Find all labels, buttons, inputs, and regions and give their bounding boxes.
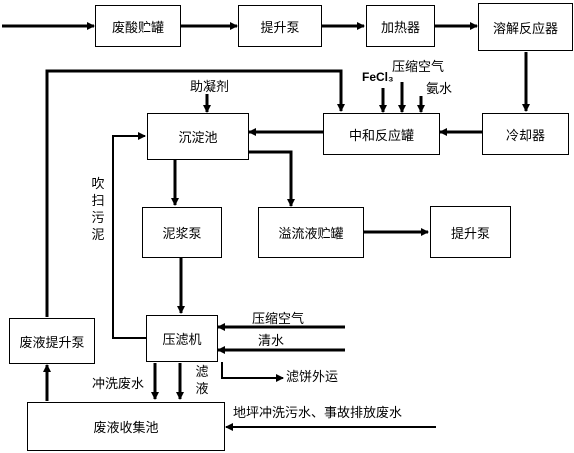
box-heater: 加热器 (366, 5, 435, 47)
flow-sed-to-overflow (249, 150, 295, 207)
label-compressed-air-press: 压缩空气 (252, 312, 305, 327)
box-lift-pump-top: 提升泵 (238, 5, 322, 47)
flow-blow-sludge (112, 132, 146, 339)
box-overflow-tank: 溢流液贮罐 (258, 207, 364, 258)
label-clean-water: 清水 (258, 334, 285, 349)
box-waste-collection-tank: 废液收集池 (27, 402, 225, 451)
box-sedimentation-tank: 沉淀池 (147, 113, 249, 160)
box-lift-pump-right: 提升泵 (430, 206, 511, 258)
label-ammonia: 氨水 (426, 82, 453, 97)
box-cooler: 冷却器 (482, 113, 569, 155)
label-compressed-air-top: 压缩空气 (392, 60, 445, 75)
label-filtrate: 滤液 (195, 365, 209, 397)
label-wash-wastewater: 冲洗废水 (92, 377, 145, 392)
label-blow-sludge: 吹扫污泥 (91, 177, 105, 243)
box-dissolution-reactor: 溶解反应器 (478, 3, 573, 51)
box-waste-acid-tank: 废酸贮罐 (95, 5, 181, 47)
label-fecl3: FeCl₃ (362, 70, 394, 84)
flow-lift-to-neutralization (45, 69, 345, 317)
flow-filter-cake-out (221, 362, 284, 382)
box-slurry-pump: 泥浆泵 (142, 207, 222, 258)
box-waste-liquid-lift-pump: 废液提升泵 (9, 318, 95, 364)
label-coagulant: 助凝剂 (190, 80, 230, 95)
label-floor-wash: 地坪冲洗污水、事故排放废水 (233, 406, 403, 421)
box-neutralization-tank: 中和反应罐 (323, 113, 440, 155)
label-filter-cake: 滤饼外运 (286, 370, 339, 385)
box-filter-press: 压滤机 (146, 315, 218, 362)
